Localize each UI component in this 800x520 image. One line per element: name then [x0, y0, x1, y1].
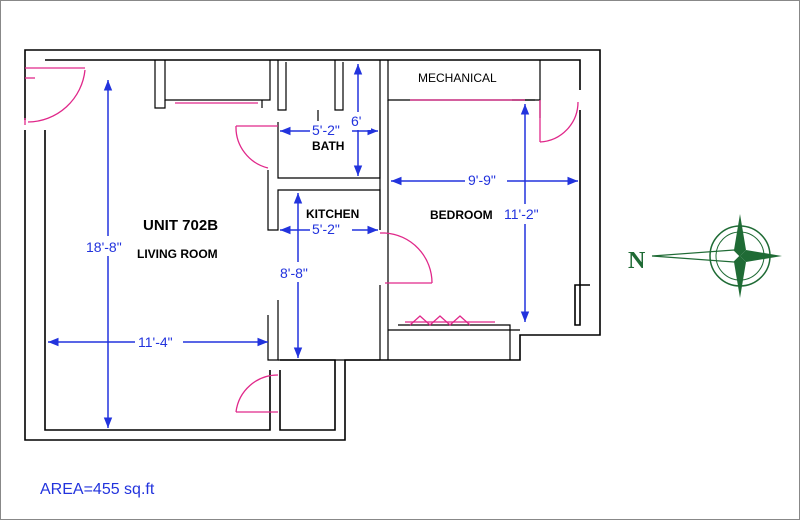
dim-living-height-label: 18'-8" — [86, 239, 122, 255]
dim-bedroom-depth-label: 11'-2" — [504, 206, 539, 222]
room-labels: UNIT 702B LIVING ROOM BATH KITCHEN BEDRO… — [137, 71, 497, 261]
compass-rose-icon — [651, 214, 782, 298]
dimension-labels: 18'-8" 11'-4" 5'-2" 6' 5'-2" 8'-8" 9'-9"… — [84, 112, 550, 351]
mechanical-label: MECHANICAL — [418, 71, 497, 85]
mechanical-door-swing — [539, 101, 579, 143]
dim-kitchen-width-label: 5'-2" — [312, 221, 340, 237]
dim-bath-depth-label: 6' — [351, 113, 361, 129]
area-label: AREA=455 sq.ft — [40, 481, 155, 498]
living-room-label: LIVING ROOM — [137, 247, 218, 261]
dim-kitchen-depth-label: 8'-8" — [280, 265, 308, 281]
north-label: N — [628, 248, 646, 274]
bedroom-door-swing — [384, 232, 433, 284]
entry-door-swing — [27, 69, 86, 123]
dim-bedroom-width-label: 9'-9" — [468, 172, 496, 188]
closet-bifold-door — [409, 315, 471, 326]
bedroom-label: BEDROOM — [430, 208, 493, 222]
kitchen-label: KITCHEN — [306, 207, 359, 221]
unit-label: UNIT 702B — [143, 217, 218, 234]
exterior-walls — [24, 49, 601, 441]
lower-door-swing — [235, 374, 279, 413]
bath-door-swing — [235, 125, 269, 169]
dim-living-width-label: 11'-4" — [138, 334, 173, 350]
bath-label: BATH — [312, 139, 344, 153]
dim-bath-width-label: 5'-2" — [312, 122, 340, 138]
doors-and-windows — [24, 67, 579, 413]
